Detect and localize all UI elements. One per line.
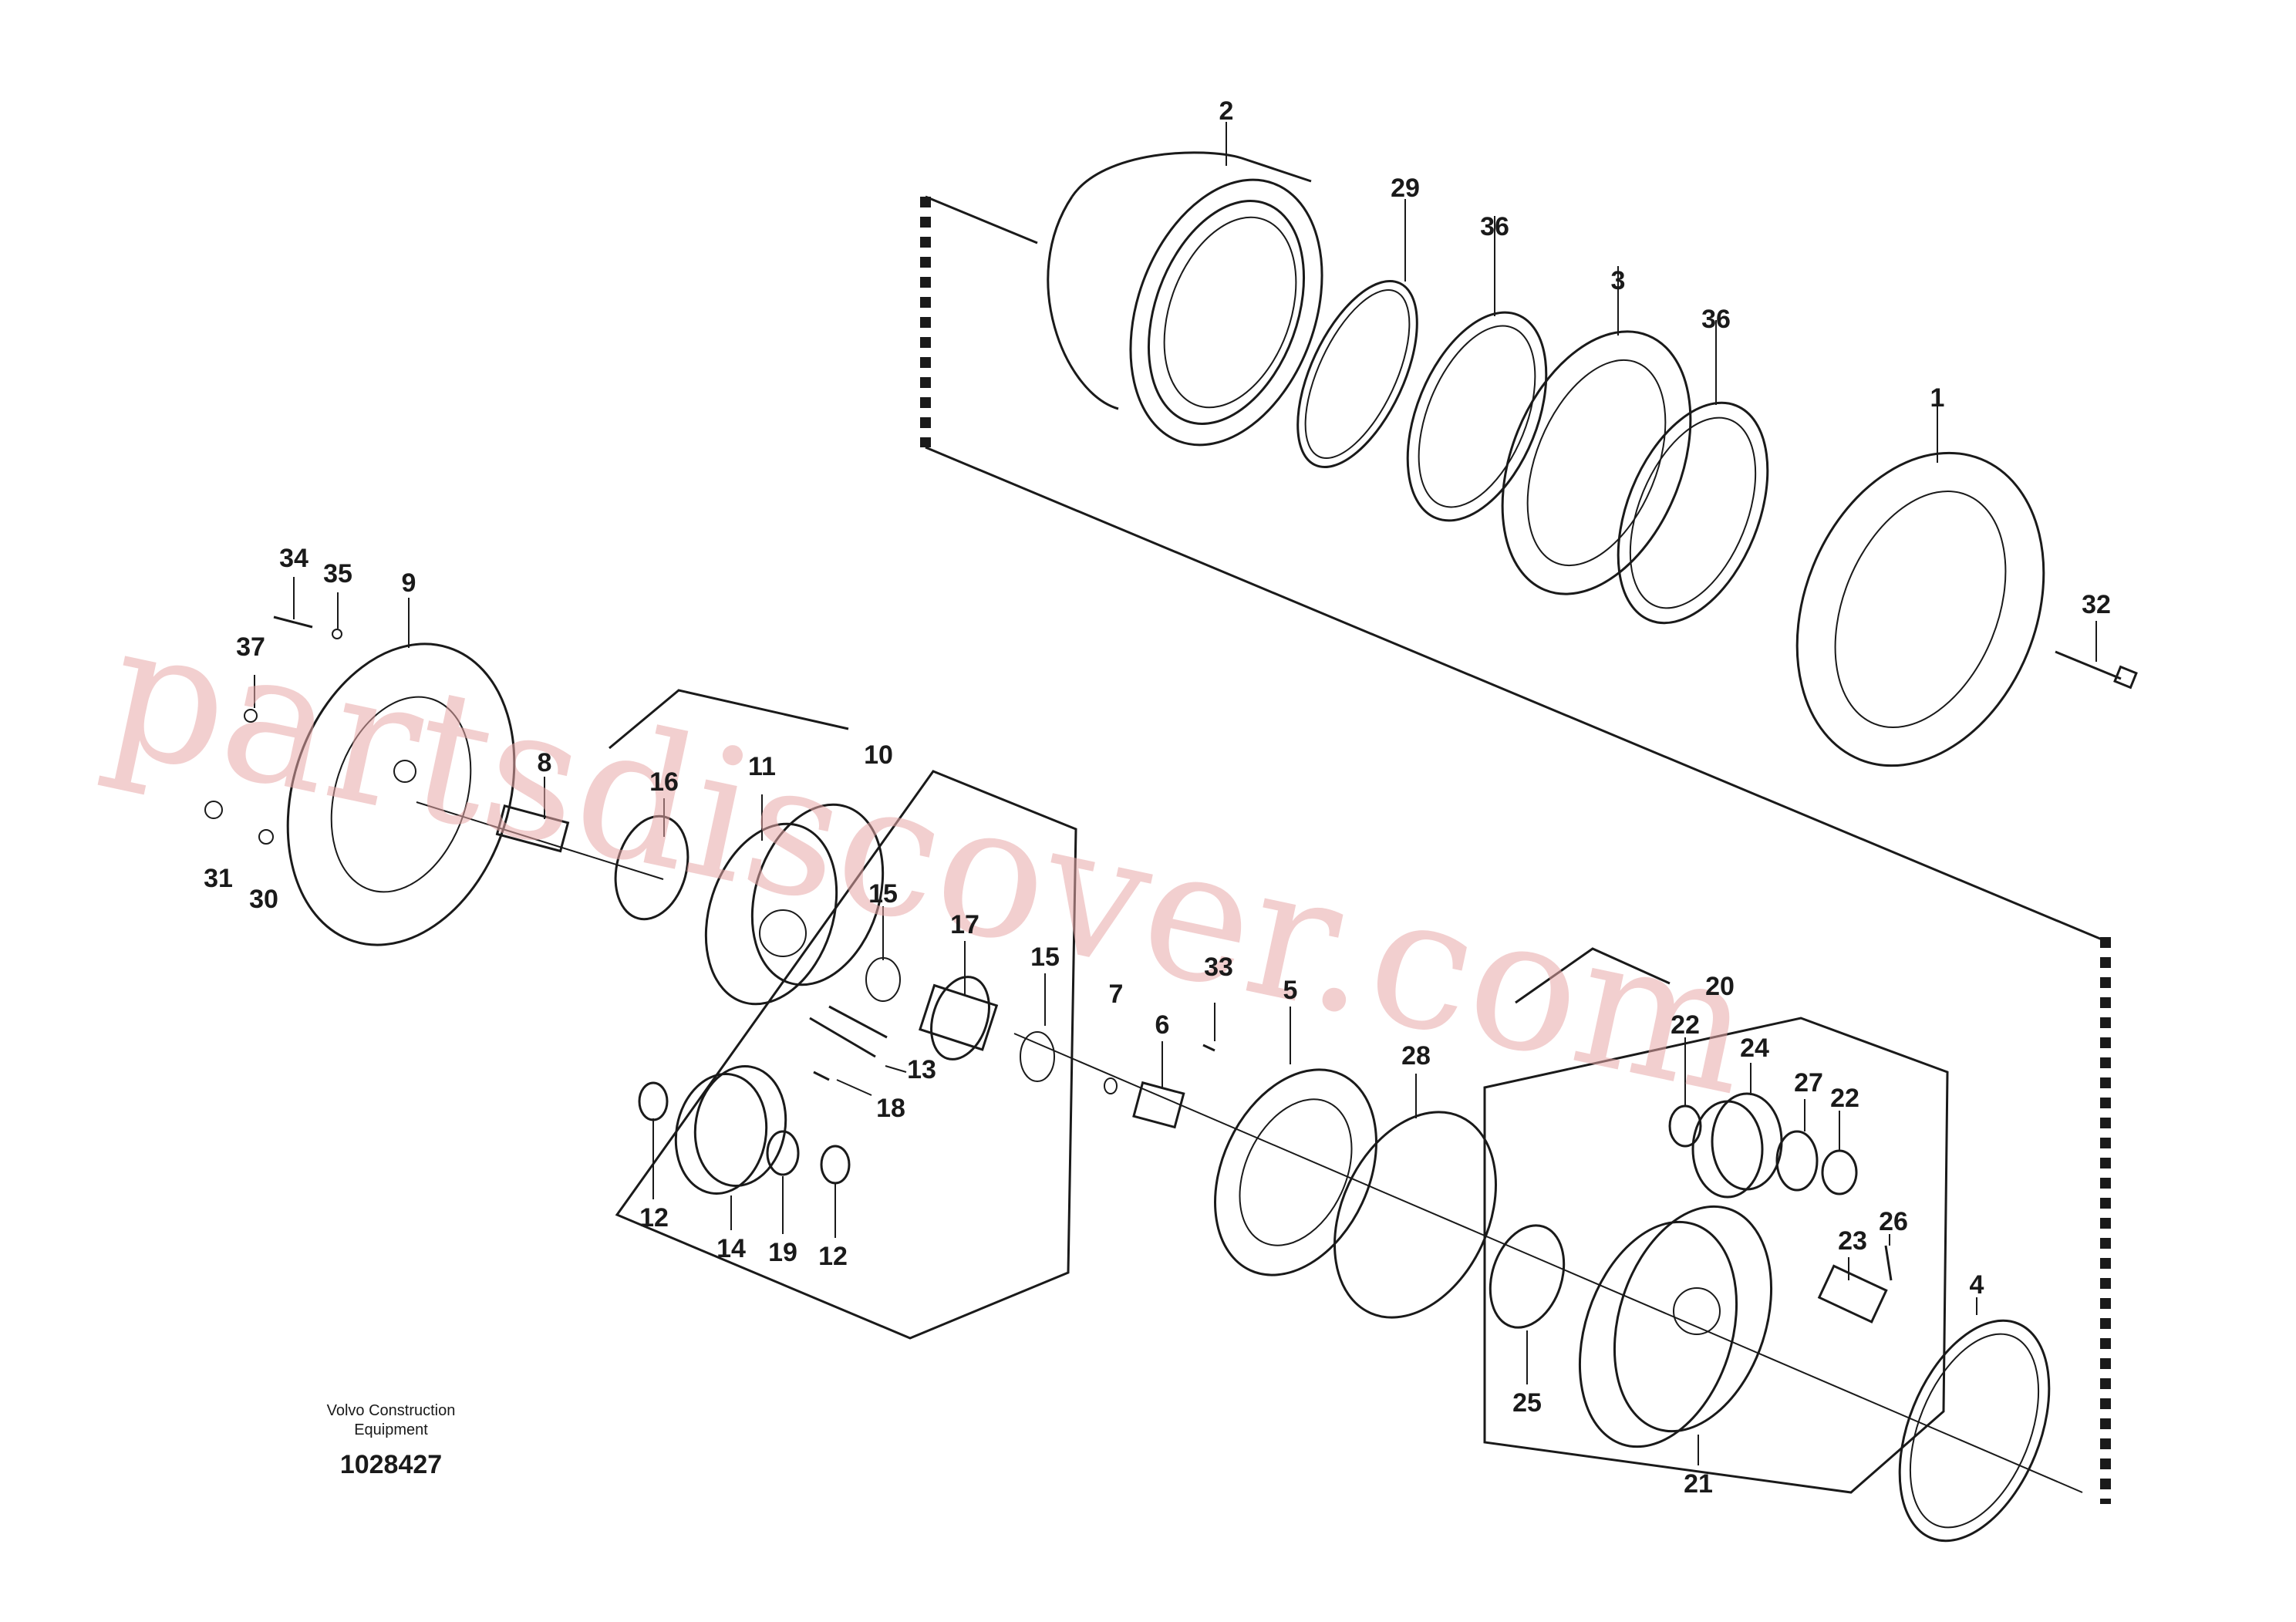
callout-22a: 22 [1671,1010,1700,1040]
callout-6: 6 [1155,1010,1170,1040]
bolt-32[interactable] [2055,650,2138,690]
planet-gear-14[interactable] [666,1059,794,1201]
caption-block: Volvo Construction Equipment 1028427 [327,1402,456,1479]
callout-4: 4 [1970,1270,1984,1300]
bushing-6[interactable] [1132,1081,1185,1129]
thrust-plate-5[interactable] [1184,1044,1408,1301]
group-10-frame [609,689,1077,1340]
callout-17: 17 [950,910,979,939]
callout-34: 34 [279,544,308,573]
callout-8: 8 [538,748,552,777]
callout-33: 33 [1204,953,1233,982]
callout-12b: 12 [818,1242,848,1271]
sprocket-flange-1[interactable] [1752,416,2088,803]
callout-3: 3 [1611,266,1626,295]
document-number: 1028427 [340,1450,442,1479]
callout-2: 2 [1219,96,1234,126]
callout-26: 26 [1879,1207,1908,1236]
o-ring-25[interactable] [1478,1216,1576,1337]
bolt-34[interactable] [273,615,313,629]
callout-35: 35 [323,559,352,588]
callout-25: 25 [1512,1388,1542,1418]
planet-carrier-11[interactable] [684,787,905,1021]
shaft-13[interactable] [809,1005,888,1058]
callout-5: 5 [1283,976,1298,1005]
callout-36b: 36 [1701,305,1731,334]
callout-22b: 22 [1830,1084,1859,1113]
o-ring-30[interactable] [258,829,274,845]
callout-10: 10 [864,740,893,770]
leader-lines [254,122,2097,1465]
hub-3[interactable] [1466,304,1726,622]
callout-36a: 36 [1480,212,1509,241]
thrust-washer-12a[interactable] [638,1081,669,1121]
callout-13: 13 [907,1055,936,1084]
cover-9[interactable] [251,615,551,975]
needle-bearing-19[interactable] [766,1130,800,1176]
planet-shaft-23[interactable] [1817,1264,1888,1324]
group-20-frame [1483,947,1949,1494]
snap-ring-4[interactable] [1870,1299,2079,1563]
assembly-axis [1013,1033,2083,1493]
thrust-washer-12b[interactable] [820,1145,851,1185]
planet-carrier-21[interactable] [1553,1186,1798,1467]
callout-16: 16 [649,767,679,797]
callout-29: 29 [1391,174,1420,203]
plug-31[interactable] [204,801,223,819]
callout-23: 23 [1838,1226,1867,1256]
callout-19: 19 [768,1238,797,1267]
callout-18: 18 [876,1094,905,1123]
spring-pin-26[interactable] [1884,1245,1893,1281]
callout-31: 31 [204,864,233,893]
thrust-washer-22b[interactable] [1821,1149,1858,1195]
callout-7: 7 [1109,980,1124,1009]
callout-21: 21 [1684,1469,1713,1499]
needle-bearing-27[interactable] [1775,1130,1819,1192]
callout-24: 24 [1740,1034,1769,1063]
callout-11: 11 [748,752,776,781]
callout-15b: 15 [1030,943,1060,972]
callout-32: 32 [2082,590,2111,619]
callout-30: 30 [249,885,278,914]
watermark: partsdiscover.com [91,583,1769,1136]
o-ring-16[interactable] [605,808,699,928]
ring-28[interactable] [1303,1086,1528,1344]
callout-14: 14 [716,1234,746,1263]
callout-12a: 12 [639,1203,669,1233]
spring-pin-18[interactable] [813,1071,830,1081]
caption-line-2: Equipment [354,1421,428,1438]
pin-15b[interactable] [1020,1031,1055,1082]
upper-assembly-frame [920,195,2111,1504]
callout-labels: 2 29 36 3 36 1 32 34 35 9 37 8 16 11 10 … [204,96,2111,1499]
pin-15a[interactable] [865,957,901,1002]
plug-37[interactable] [244,709,258,723]
callout-9: 9 [402,568,416,598]
washer-35[interactable] [332,629,342,639]
sun-gear-17[interactable] [919,969,999,1067]
caption-line-1: Volvo Construction [327,1402,456,1419]
callout-20: 20 [1705,972,1735,1001]
ring-gear-housing[interactable] [1047,151,1357,472]
sun-shaft-8[interactable] [416,801,664,880]
callout-28: 28 [1401,1041,1431,1071]
seal-ring-29[interactable] [1273,264,1442,484]
floating-seal-36b[interactable] [1589,381,1797,645]
bolt-33[interactable] [1202,1044,1215,1052]
callout-27: 27 [1794,1068,1823,1098]
spacer-7[interactable] [1104,1077,1118,1094]
callout-1: 1 [1930,383,1945,413]
callout-15a: 15 [868,879,898,909]
callout-37: 37 [236,632,265,662]
floating-seal-36a[interactable] [1380,292,1573,541]
